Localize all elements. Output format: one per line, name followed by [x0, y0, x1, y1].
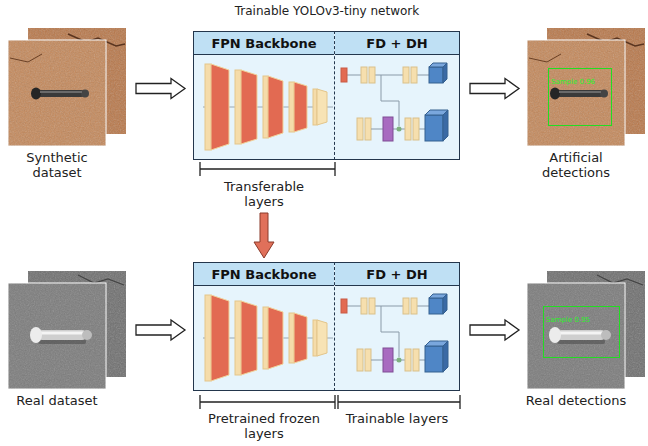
layer-group-label: Pretrained frozen layers — [208, 411, 320, 441]
network-illustration — [193, 262, 460, 391]
detection-label: Sample 0.95 — [544, 315, 592, 325]
flow-arrow — [470, 320, 519, 340]
image-panel: Real detectionsSample 0.95 — [527, 271, 645, 389]
block-heading: FD + DH — [366, 264, 427, 286]
artificial-images — [527, 28, 645, 146]
network-block: FD + DH — [335, 31, 460, 160]
detection-box: Sample 0.96 — [548, 68, 612, 126]
real-images — [8, 271, 126, 389]
image-panel: Real dataset — [8, 271, 126, 389]
bracket — [200, 162, 335, 176]
illustration-part — [8, 40, 106, 146]
network-block: FPN Backbone — [193, 31, 335, 160]
diagram-title: Trainable YOLOv3-tiny network — [235, 4, 419, 18]
layer-group-label: Transferable layers — [208, 179, 320, 209]
detection-box: Sample 0.95 — [543, 306, 620, 358]
flow-arrow — [470, 79, 519, 99]
image-panel: Artificial detectionsSample 0.96 — [527, 28, 645, 146]
image-caption: Artificial detections — [531, 150, 621, 180]
flow-arrow — [136, 320, 185, 340]
synthetic-images — [8, 28, 126, 146]
detection-label: Sample 0.96 — [549, 77, 597, 87]
image-panel: Synthetic dataset — [8, 28, 126, 146]
block-heading: FPN Backbone — [211, 33, 316, 55]
transfer-arrow — [254, 213, 274, 258]
header-bar: FPN Backbone — [194, 32, 334, 55]
block-heading: FD + DH — [366, 33, 427, 55]
illustration-part — [8, 283, 106, 389]
network-block: FPN Backbone — [193, 262, 335, 391]
network-illustration — [193, 31, 460, 160]
illustration-part — [527, 283, 625, 389]
image-caption: Real detections — [511, 393, 641, 408]
image-caption: Synthetic dataset — [17, 150, 97, 180]
header-bar: FD + DH — [335, 32, 459, 55]
image-caption: Real dataset — [0, 393, 122, 408]
network-block: FD + DH — [335, 262, 460, 391]
bracket — [200, 395, 460, 409]
real-detection-images — [527, 271, 645, 389]
header-bar: FD + DH — [335, 263, 459, 286]
layer-group-label: Trainable layers — [341, 411, 453, 426]
illustration-part — [527, 40, 625, 146]
header-bar: FPN Backbone — [194, 263, 334, 286]
block-heading: FPN Backbone — [211, 264, 316, 286]
flow-arrow — [136, 79, 185, 99]
